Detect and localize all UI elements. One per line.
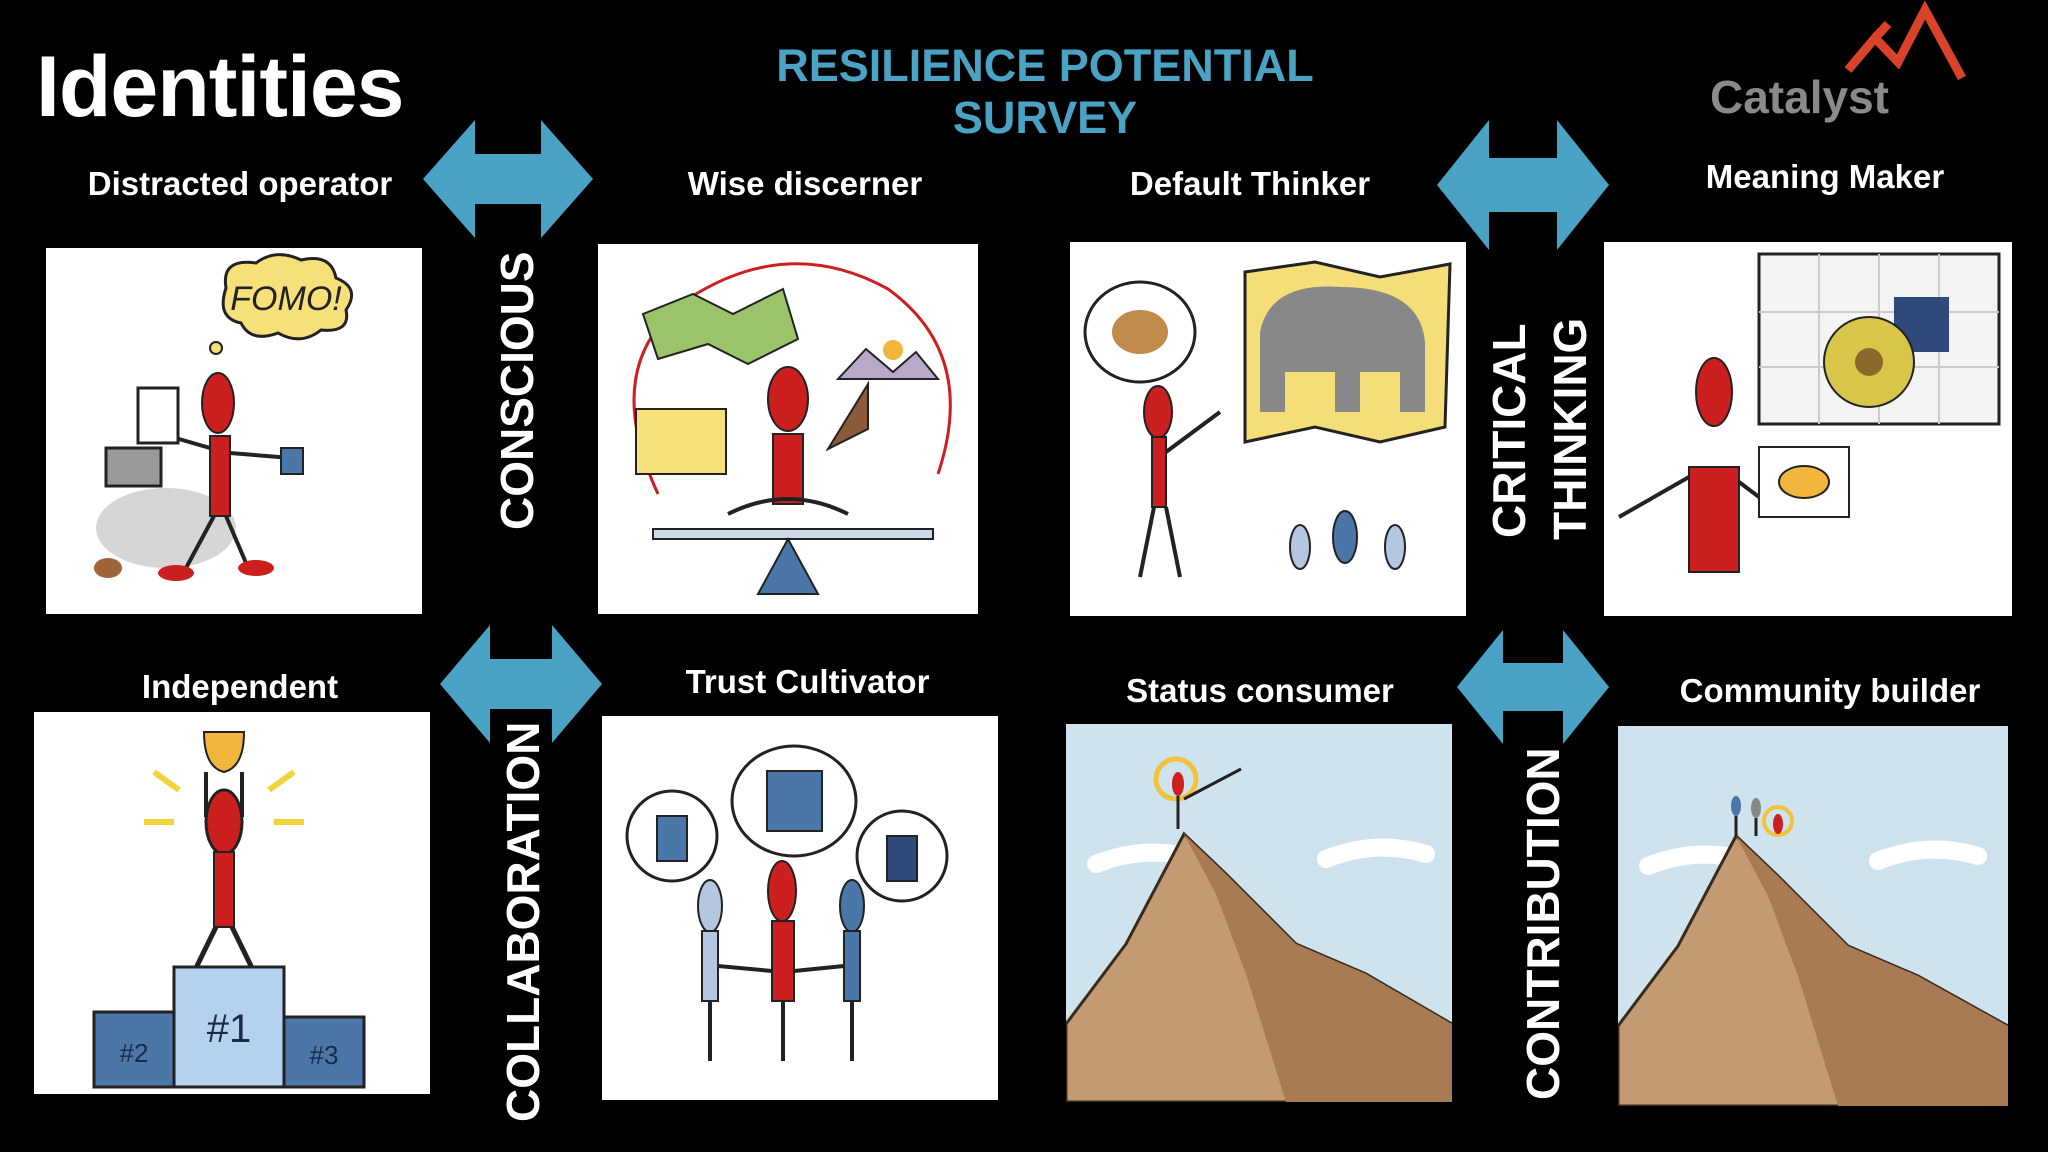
identity-label-distracted-operator: Distracted operator: [87, 165, 393, 202]
double-arrow-icon: [423, 120, 593, 238]
identity-label-wise-discerner: Wise discerner: [687, 165, 923, 202]
logo-text: Catalyst: [1710, 71, 1889, 123]
page-title: Identities: [36, 39, 405, 135]
podium-third-label: #3: [310, 1040, 339, 1070]
panel-meaning-maker: [1604, 242, 2012, 616]
panel-wise-discerner: [598, 244, 978, 614]
podium-second-label: #2: [120, 1038, 149, 1068]
identity-label-default-thinker: Default Thinker: [1129, 165, 1371, 202]
fomo-text: FOMO!: [230, 280, 342, 318]
panel-default-thinker: [1070, 242, 1466, 616]
axis-label-contribution: CONTRIBUTION: [1517, 747, 1569, 1100]
identity-label-independent: Independent: [141, 668, 339, 705]
axis-label-critical: CRITICAL: [1483, 323, 1535, 538]
panel-trust-cultivator: [602, 716, 998, 1100]
axis-label-thinking: THINKING: [1544, 317, 1596, 540]
panel-independent: #1 #2 #3: [34, 712, 430, 1094]
panel-status-consumer: [1066, 724, 1452, 1102]
identity-label-meaning-maker: Meaning Maker: [1705, 158, 1945, 195]
panel-community-builder: [1618, 726, 2008, 1106]
identity-label-status-consumer: Status consumer: [1126, 672, 1394, 709]
identity-label-community-builder: Community builder: [1679, 672, 1981, 709]
catalyst-logo: [1700, 0, 2000, 130]
double-arrow-icon: [440, 625, 602, 743]
identity-label-trust-cultivator: Trust Cultivator: [685, 663, 930, 700]
axis-label-conscious: CONSCIOUS: [491, 251, 543, 530]
axis-label-collaboration: COLLABORATION: [497, 721, 549, 1122]
double-arrow-icon: [1437, 120, 1609, 250]
panel-distracted-operator: FOMO!: [46, 248, 422, 614]
double-arrow-icon: [1457, 630, 1609, 744]
podium-first-label: #1: [207, 1007, 252, 1051]
survey-title: RESILIENCE POTENTIAL SURVEY: [776, 40, 1314, 143]
